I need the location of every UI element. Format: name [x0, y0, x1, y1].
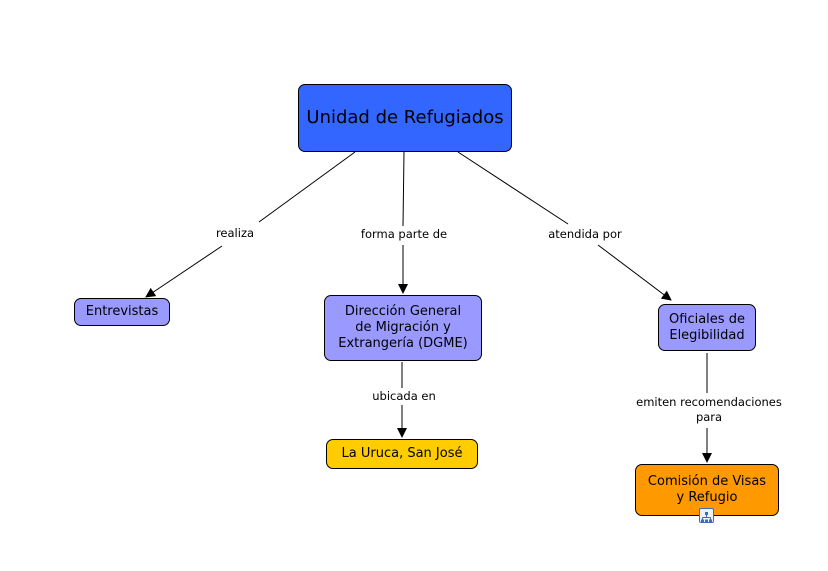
- line-root-realiza: [258, 151, 356, 223]
- link-label-ubicada-en: ubicada en: [362, 389, 446, 404]
- arrow-realiza-entrevistas: [145, 245, 223, 298]
- arrow-atendida-oficiales: [597, 244, 672, 301]
- link-label-realiza: realiza: [208, 226, 262, 241]
- node-comision-label: Comisión de Visas y Refugio: [647, 474, 767, 505]
- link-label-forma-parte: forma parte de: [352, 227, 456, 242]
- node-entrevistas-label: Entrevistas: [85, 304, 159, 319]
- link-label-atendida-por: atendida por: [537, 227, 633, 242]
- line-root-forma: [402, 151, 405, 227]
- submap-icon[interactable]: [699, 508, 714, 523]
- node-unidad-refugiados[interactable]: Unidad de Refugiados: [298, 84, 512, 152]
- node-dgme[interactable]: Dirección General de Migración y Extrang…: [324, 295, 482, 361]
- node-dgme-label: Dirección General de Migración y Extrang…: [338, 304, 468, 351]
- node-oficiales[interactable]: Oficiales de Elegibilidad: [658, 304, 756, 351]
- line-root-atendida: [457, 151, 569, 225]
- node-la-uruca-label: La Uruca, San José: [341, 446, 463, 461]
- node-oficiales-label: Oficiales de Elegibilidad: [669, 311, 745, 343]
- node-la-uruca[interactable]: La Uruca, San José: [326, 439, 478, 469]
- node-unidad-refugiados-label: Unidad de Refugiados: [306, 107, 504, 128]
- node-entrevistas[interactable]: Entrevistas: [74, 298, 170, 326]
- link-label-emiten: emiten recomendaciones para: [627, 395, 791, 425]
